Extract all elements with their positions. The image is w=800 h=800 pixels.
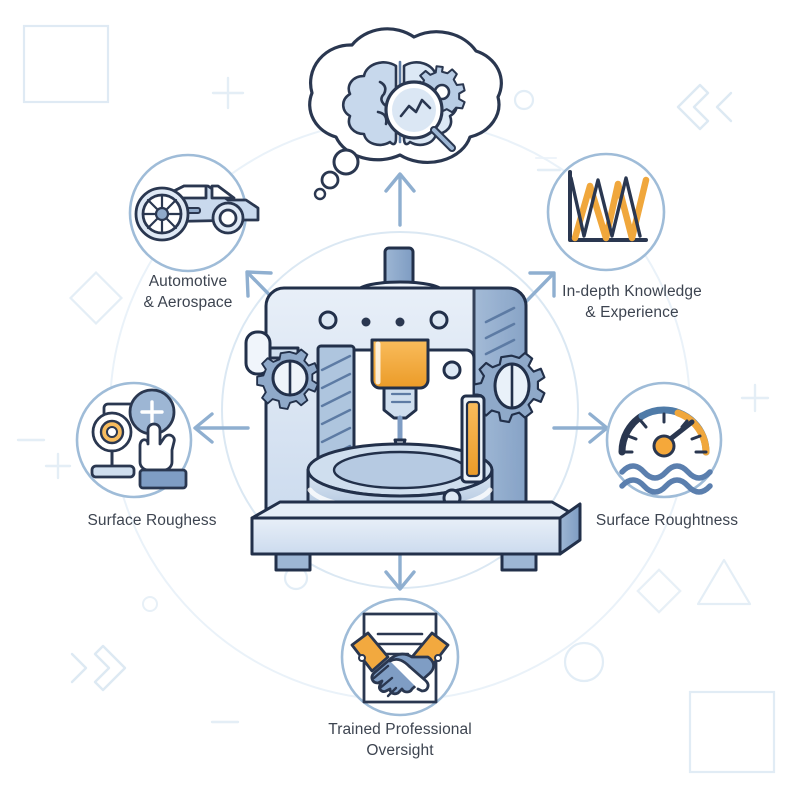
decor-chevrons-bottom-left xyxy=(70,644,127,692)
gauge-waves-icon xyxy=(618,406,713,495)
label-roughtness: Surface Roughtness xyxy=(595,512,739,529)
node-roughtness[interactable] xyxy=(605,381,723,499)
machine-base-front xyxy=(250,516,562,556)
machine-chuck-lines xyxy=(390,392,412,404)
machine-frame-hatch xyxy=(484,306,516,356)
node-automotive[interactable] xyxy=(128,153,260,273)
decor-triangle-right xyxy=(696,558,752,606)
car-icon xyxy=(134,184,260,242)
decor-plus-bottom-left xyxy=(44,452,72,480)
decor-square-bottom-right xyxy=(688,690,776,774)
decor-diamond-left xyxy=(68,270,124,326)
label-oversight: Trained Professional Oversight xyxy=(328,721,472,759)
node-roughess[interactable] xyxy=(75,381,193,499)
decor-circle-bottom-right xyxy=(563,641,605,683)
label-roughess: Surface Roughess xyxy=(87,512,217,529)
thought-bubble-dot-large xyxy=(332,148,360,176)
label-knowledge: In-depth Knowledge & Experience xyxy=(562,283,702,321)
machine-foot-left xyxy=(274,552,312,572)
decor-square-top-left xyxy=(22,24,110,104)
node-thinking[interactable] xyxy=(308,27,503,201)
arrow-left-to-roughess xyxy=(193,412,250,444)
machine-base-top xyxy=(250,500,582,520)
hand-zoom-plus-icon xyxy=(90,388,188,490)
decor-diamond-bottom-right xyxy=(636,568,682,614)
decor-chevrons-top-right xyxy=(676,83,733,131)
machine-table-inner xyxy=(332,450,468,490)
decor-layer xyxy=(16,24,776,774)
machine-gauge-bar xyxy=(465,400,481,478)
thought-bubble-dot-small xyxy=(313,187,327,201)
machine-foot-right xyxy=(500,552,538,572)
machine-gear-right xyxy=(472,351,546,424)
magnifier-icon xyxy=(384,80,456,152)
machine-dot-1 xyxy=(361,317,371,327)
surface-roughness-testing-machine xyxy=(244,246,582,572)
machine-base-right xyxy=(558,502,582,556)
arrow-up-to-thinking xyxy=(384,172,416,227)
node-knowledge[interactable] xyxy=(546,152,666,272)
thought-bubble-dot-medium xyxy=(320,170,340,190)
label-automotive: Automotive & Aerospace xyxy=(143,273,233,311)
decor-circle-mid-left xyxy=(142,596,158,612)
decor-circle-top-right xyxy=(513,89,535,111)
arrow-right-to-roughtness xyxy=(552,412,609,444)
machine-indicator-top xyxy=(442,360,462,380)
decor-plus-top xyxy=(211,76,245,110)
handshake-document-icon xyxy=(350,612,450,704)
decor-plus-right xyxy=(740,383,770,413)
machine-dot-2 xyxy=(395,317,405,327)
line-chart-icon xyxy=(568,170,650,242)
machine-bolt-left xyxy=(318,310,338,330)
machine-gear-left xyxy=(256,348,319,410)
node-oversight[interactable] xyxy=(340,597,460,717)
machine-bolt-right xyxy=(429,310,449,330)
machine-spindle-head xyxy=(370,338,430,390)
